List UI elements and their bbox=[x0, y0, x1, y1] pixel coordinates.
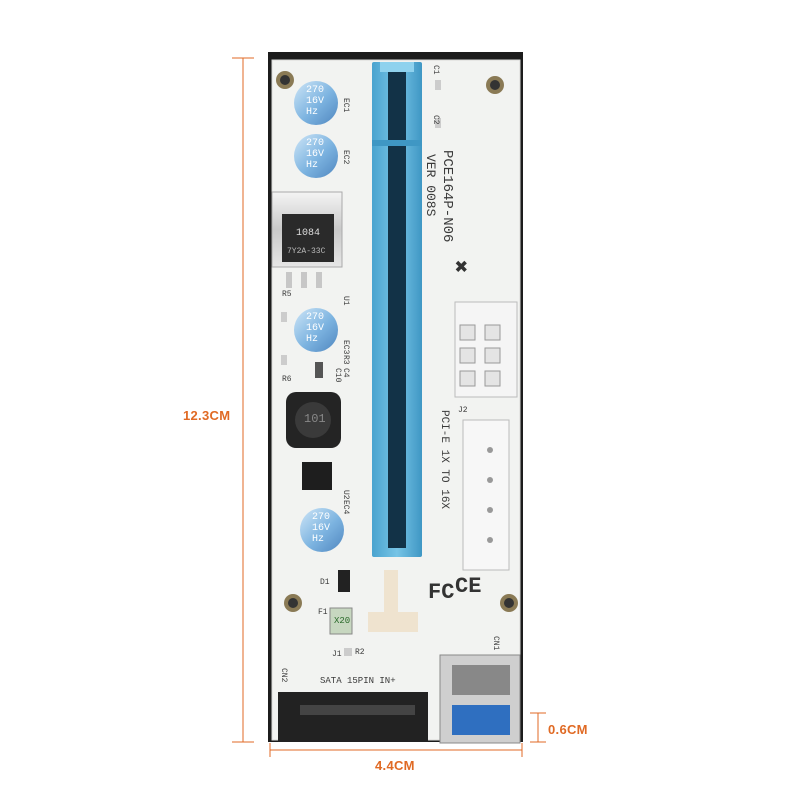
label-j2: J2 bbox=[458, 406, 468, 415]
label-r5: R5 bbox=[282, 290, 292, 299]
height-dimension-label: 12.3CM bbox=[183, 408, 231, 423]
capacitor-marking: 16V bbox=[306, 323, 325, 334]
label-cn2: CN2 bbox=[279, 668, 288, 683]
dimension-lines bbox=[232, 57, 546, 757]
ic-chip bbox=[302, 462, 332, 490]
capacitor-marking: 270 bbox=[312, 512, 331, 523]
sata-connector bbox=[278, 692, 428, 742]
label-c4: C4 bbox=[341, 368, 350, 378]
label-ec2: EC2 bbox=[341, 150, 350, 165]
fc-mark: FC bbox=[428, 580, 455, 605]
capacitor-marking: 270 bbox=[306, 312, 325, 323]
label-d1: D1 bbox=[320, 578, 330, 587]
capacitor-marking: 16V bbox=[312, 523, 331, 534]
capacitor-marking: Hz bbox=[312, 534, 325, 545]
version-silkscreen: VER 008S bbox=[423, 154, 438, 217]
label-ec1: EC1 bbox=[341, 98, 350, 113]
label-j1: J1 bbox=[332, 650, 342, 659]
capacitor-marking: 270 bbox=[306, 138, 325, 149]
molex-connector bbox=[462, 419, 510, 571]
model-silkscreen: PCE164P-N06 bbox=[439, 150, 455, 243]
label-c10: C10 bbox=[333, 368, 342, 383]
capacitor-ec3 bbox=[294, 308, 338, 352]
sata-silkscreen: SATA 15PIN IN+ bbox=[320, 676, 396, 686]
weee-mark: ✖ bbox=[455, 256, 469, 281]
6-pin-power-connector bbox=[454, 301, 518, 398]
ce-mark: CE bbox=[455, 574, 482, 599]
regulator-marking: 1084 bbox=[296, 228, 321, 239]
power-inductor bbox=[286, 392, 341, 448]
bus-silkscreen: PCI-E 1X TO 16X bbox=[438, 410, 450, 510]
fuse bbox=[329, 607, 353, 635]
label-f1: F1 bbox=[318, 608, 328, 617]
label-ec3: EC3 bbox=[341, 340, 350, 355]
capacitor-ec2 bbox=[294, 134, 338, 178]
slot-latch bbox=[368, 570, 418, 632]
smd-components bbox=[281, 80, 441, 656]
capacitor-marking: Hz bbox=[306, 334, 319, 345]
capacitor-marking: 16V bbox=[306, 149, 325, 160]
capacitor-marking: Hz bbox=[306, 107, 319, 118]
label-ec4: EC4 bbox=[341, 500, 350, 515]
capacitor-marking: 270 bbox=[306, 85, 325, 96]
pcie-x16-slot bbox=[372, 62, 422, 557]
regulator-marking: 7Y2A-33C bbox=[287, 247, 326, 256]
capacitor-ec4 bbox=[300, 508, 344, 552]
usb-3-port bbox=[439, 654, 521, 744]
voltage-regulator bbox=[271, 191, 343, 288]
label-c2: C2 bbox=[431, 115, 440, 125]
capacitor-marking: 16V bbox=[306, 96, 325, 107]
port-dimension-label: 0.6CM bbox=[548, 722, 588, 737]
width-dimension-label: 4.4CM bbox=[375, 758, 415, 773]
capacitor-marking: Hz bbox=[306, 160, 319, 171]
fuse-marking: X20 bbox=[334, 616, 351, 626]
label-cn1: CN1 bbox=[491, 636, 500, 651]
label-r2: R2 bbox=[355, 648, 365, 657]
mounting-holes bbox=[276, 71, 518, 612]
label-u1: U1 bbox=[341, 296, 350, 306]
inductor-marking: 101 bbox=[304, 412, 326, 426]
capacitor-ec1 bbox=[294, 81, 338, 125]
label-r3: R3 bbox=[341, 355, 350, 365]
label-r6: R6 bbox=[282, 375, 292, 384]
label-c1: C1 bbox=[431, 65, 440, 75]
label-u2: U2 bbox=[341, 490, 350, 500]
